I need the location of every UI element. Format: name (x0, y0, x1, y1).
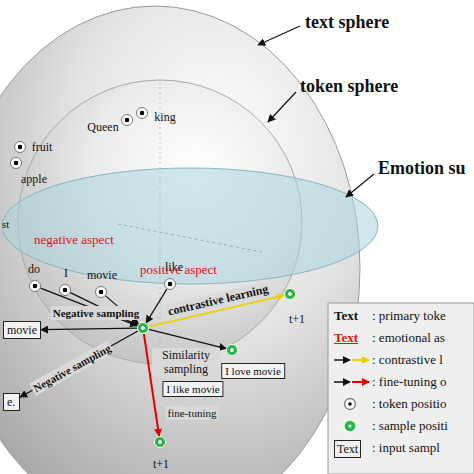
point-label: t+1 (289, 312, 305, 326)
token-point: movie (95, 286, 107, 298)
token-point: I (59, 284, 71, 296)
edge-label: fine-tuning (166, 406, 219, 420)
legend-sample: Text (334, 308, 358, 324)
edge-label: Negative sampling (51, 306, 141, 320)
legend-sample-dot (344, 420, 356, 432)
edge-label: Similarity sampling (152, 348, 220, 376)
leader-line (268, 92, 296, 122)
legend-sample-dot (349, 425, 352, 428)
legend-arrow (352, 359, 369, 361)
sphere-label: token sphere (300, 78, 398, 94)
input-sample-box: I like movie (162, 381, 223, 397)
legend-text: : contrastive l (372, 352, 443, 368)
token-label: st (2, 216, 9, 232)
legend-arrow (334, 381, 350, 383)
sample-box: movie (3, 321, 41, 339)
legend-text: : sample positi (372, 418, 448, 434)
point-label: fruit (32, 140, 53, 154)
sample-point: t+1 (154, 436, 166, 448)
legend-arrow (334, 359, 350, 361)
token-point: king (136, 107, 148, 119)
legend-text: : fine-tuning o (372, 374, 446, 390)
edge-label: contrastive learning (165, 281, 272, 319)
connector-arrow (41, 328, 137, 330)
sample-box: e. (3, 393, 20, 411)
point-label: I (64, 266, 68, 280)
sample-text: e. (7, 395, 16, 409)
legend-arrow (352, 381, 369, 383)
token-point: like (164, 278, 176, 290)
edge-label: Negative sampling (29, 340, 115, 396)
sphere-label: text sphere (305, 14, 389, 30)
aspect-label: positive aspect (140, 262, 217, 278)
point-label: apple (21, 172, 47, 186)
sample-point: I love movie (226, 344, 238, 356)
input-sample-box: I love movie (221, 363, 285, 379)
legend-token-dot (348, 402, 352, 406)
point-label: movie (87, 268, 117, 282)
legend-panel (328, 303, 474, 474)
legend-text: : input sampl (372, 440, 440, 456)
connector-arrow (20, 331, 138, 397)
legend-sample: Text (334, 330, 358, 346)
leader-line (258, 26, 300, 45)
aspect-label: negative aspect (34, 232, 114, 248)
sample-point: t+1 (284, 288, 296, 300)
legend-text: : token positio (372, 396, 446, 412)
legend-text: : primary toke (372, 308, 446, 324)
point-label: Queen (87, 120, 118, 134)
token-point: apple (10, 157, 22, 169)
legend-text: : emotional as (372, 330, 445, 346)
point-label: king (154, 110, 175, 124)
leader-line (346, 174, 374, 197)
legend-sample: Text (334, 440, 361, 458)
connector-arrow (146, 289, 167, 323)
token-point: do (29, 280, 41, 292)
point-label: do (28, 262, 40, 276)
sphere-axis (160, 82, 161, 362)
point-label: t+1 (153, 457, 169, 471)
token-point: Queen (121, 114, 133, 126)
sample-point: I like movie (137, 322, 149, 334)
connector-arrow (149, 329, 226, 348)
aspect-divider (118, 224, 262, 252)
sample-text: movie (7, 323, 37, 337)
token-point: fruit (14, 141, 26, 153)
emotion-surface (2, 168, 378, 284)
surface-label: Emotion su (378, 160, 466, 176)
legend-token-dot (345, 399, 356, 410)
